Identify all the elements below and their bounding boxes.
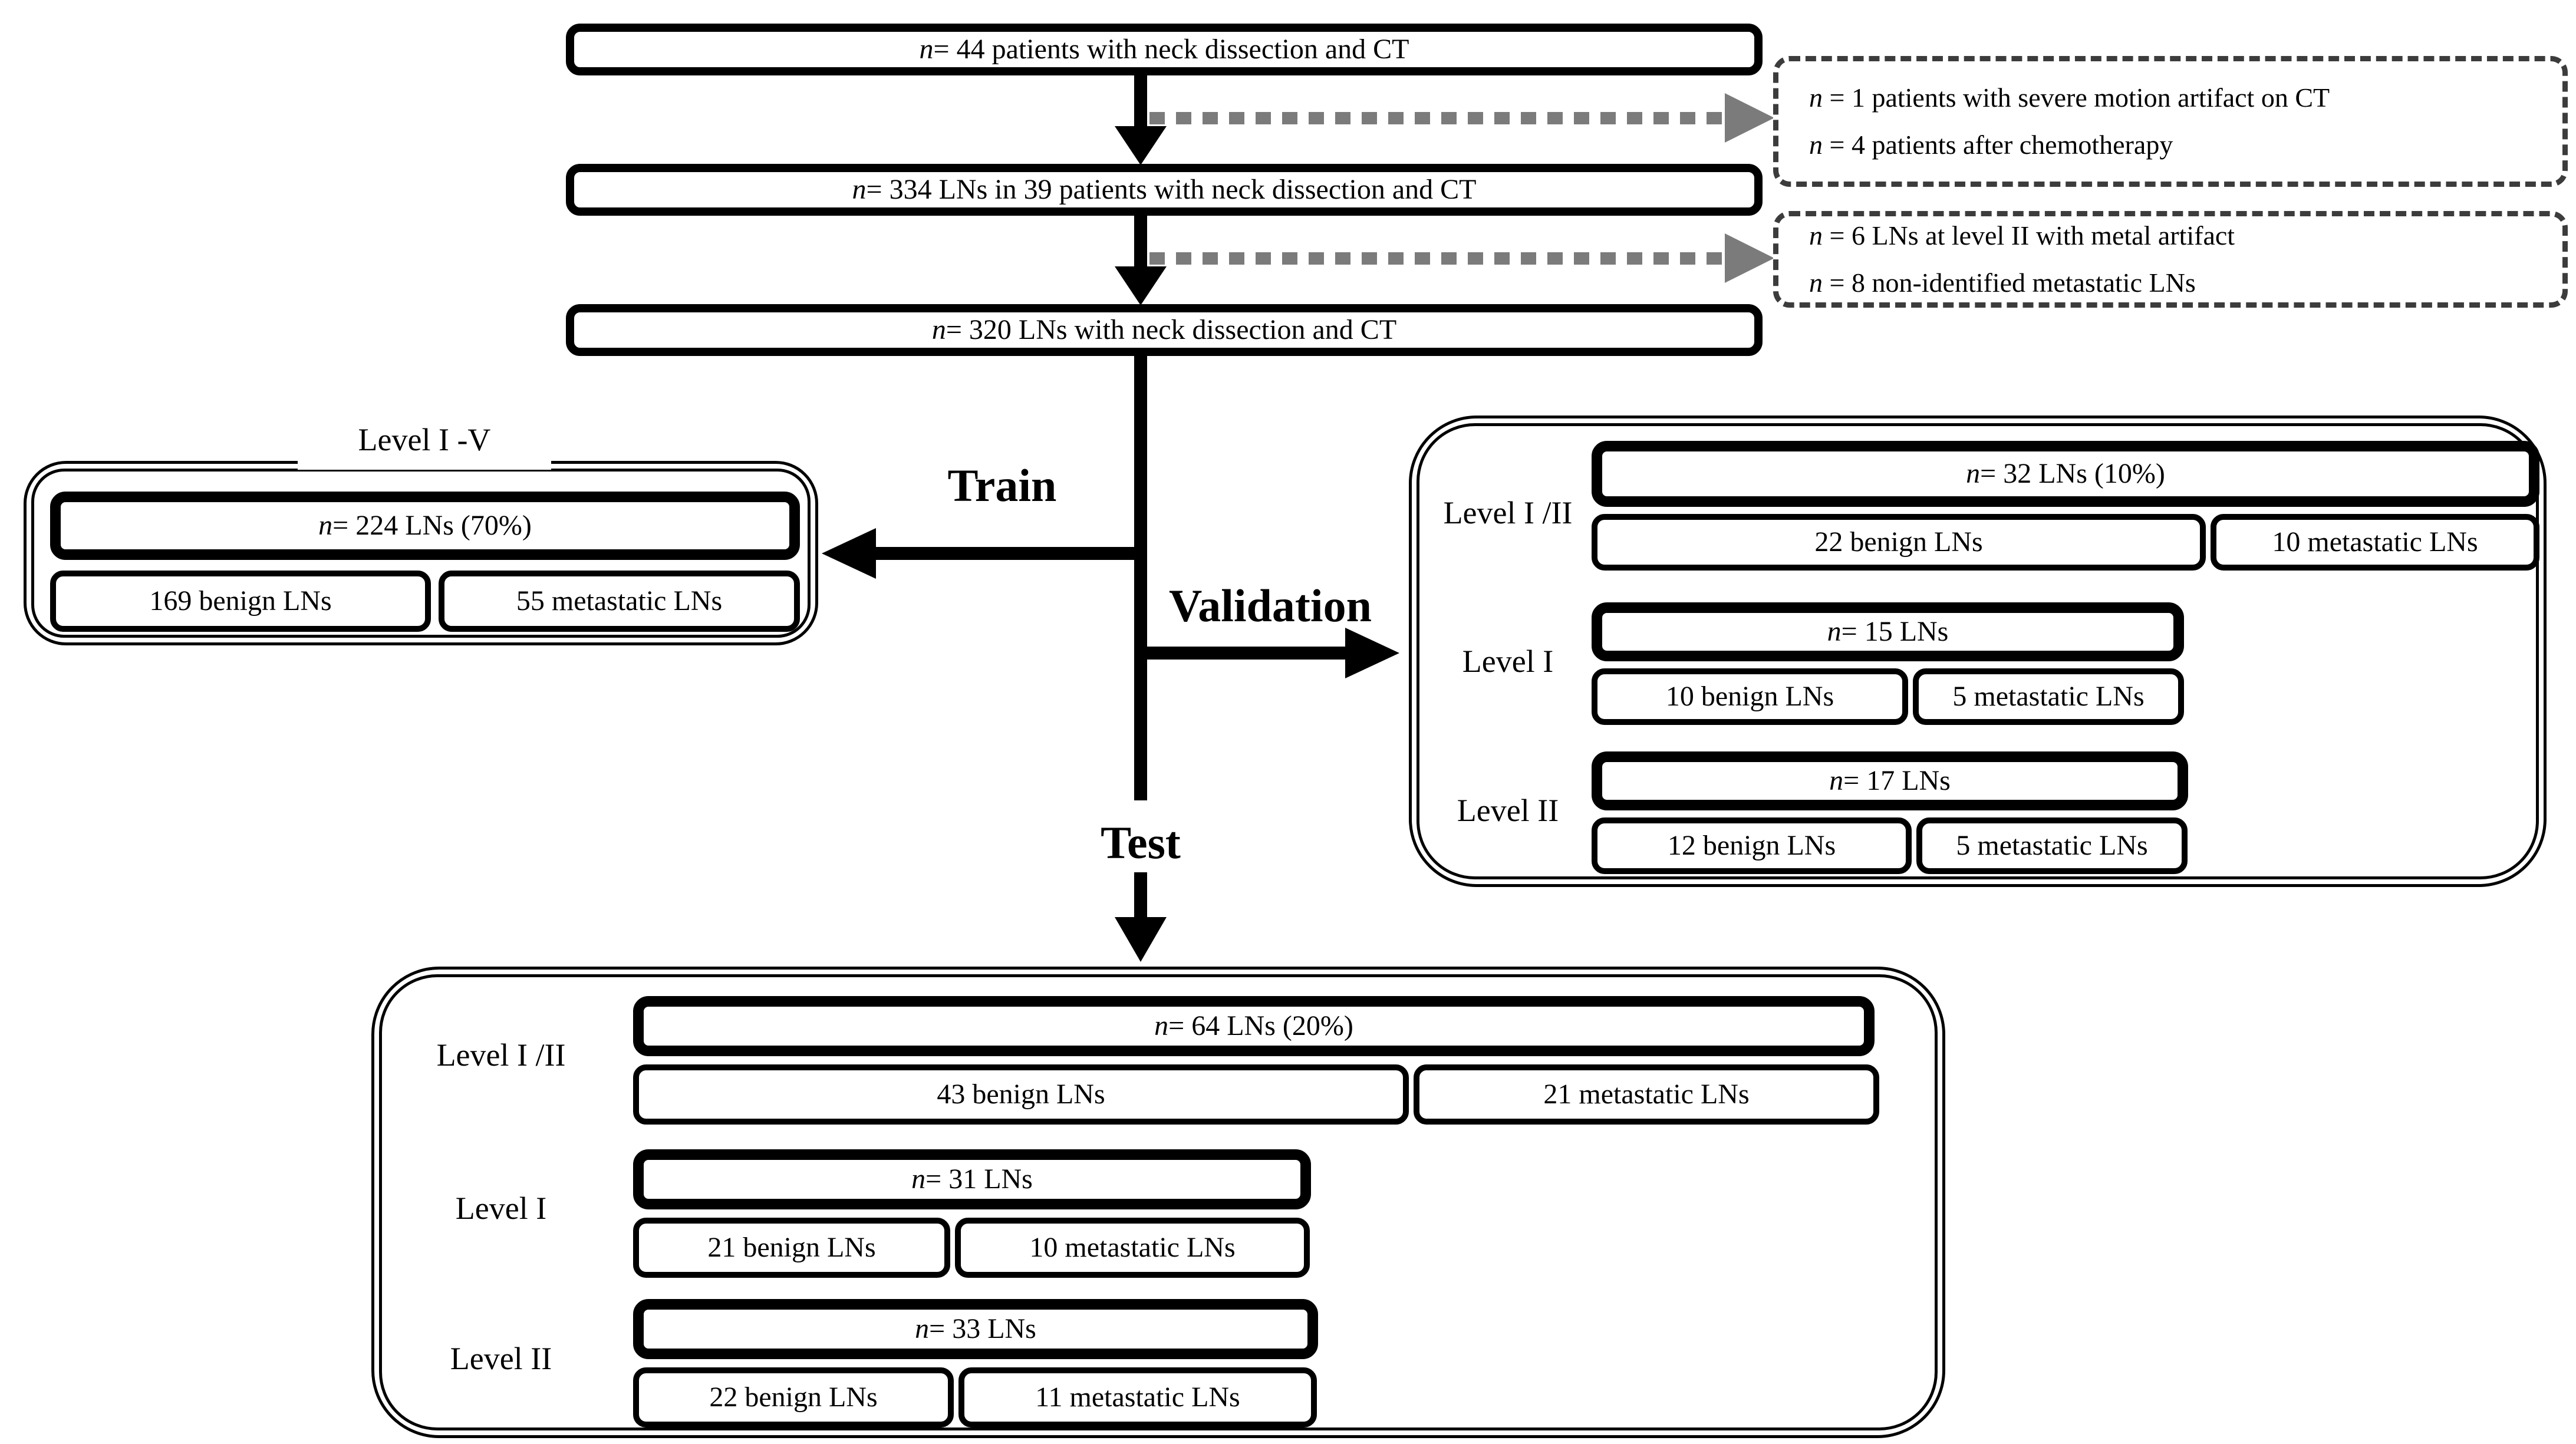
test-group-frame: [371, 967, 1945, 1438]
validation-row2-benign-box: 10 benign LNs: [1592, 668, 1908, 725]
train-arrowhead: [822, 528, 876, 579]
validation-row1-total-box: n = 32 LNs (10%): [1592, 441, 2539, 507]
arrowhead-down-box3: [1115, 266, 1167, 305]
train-benign-box: 169 benign LNs: [50, 571, 431, 632]
split-trunk-line: [1134, 355, 1147, 800]
train-total-box: n = 224 LNs (70%): [50, 492, 800, 560]
test-row3-metastatic-box: 11 metastatic LNs: [958, 1367, 1317, 1427]
validation-row1-level-label: Level I /II: [1443, 495, 1573, 530]
exclusion-dashed-line-2: [1149, 252, 1725, 265]
test-row1-total-box: n = 64 LNs (20%): [633, 996, 1875, 1056]
train-arrow-line: [876, 547, 1147, 560]
arrow-line-box2-box3: [1134, 215, 1147, 269]
arrow-line-box1-box2: [1134, 74, 1147, 128]
validation-row3-metastatic-box: 5 metastatic LNs: [1916, 817, 2188, 874]
validation-row1-benign-box: 22 benign LNs: [1592, 514, 2206, 571]
validation-row2-total-box: n = 15 LNs: [1592, 602, 2184, 661]
test-row2-total-box: n = 31 LNs: [633, 1149, 1311, 1209]
branch-label-test: Test: [1101, 817, 1181, 868]
test-row3-total-box: n = 33 LNs: [633, 1299, 1318, 1359]
validation-row3-total-box: n = 17 LNs: [1592, 751, 2188, 810]
test-row3-level-label: Level II: [450, 1341, 552, 1376]
train-group-level-label: Level I -V: [298, 410, 551, 470]
exclusion-text-non-identified: n = 8 non-identified metastatic LNs: [1809, 268, 2196, 298]
arrowhead-down-box2: [1115, 126, 1167, 165]
pipeline-box-44-patients: n = 44 patients with neck dissection and…: [566, 24, 1763, 75]
branch-label-validation: Validation: [1169, 580, 1372, 631]
pipeline-box-334-lns: n = 334 LNs in 39 patients with neck dis…: [566, 164, 1763, 216]
exclusion-arrowhead-2: [1725, 233, 1774, 283]
validation-row3-benign-box: 12 benign LNs: [1592, 817, 1912, 874]
test-row2-benign-box: 21 benign LNs: [633, 1218, 950, 1278]
validation-row1-metastatic-box: 10 metastatic LNs: [2211, 514, 2539, 571]
test-row1-level-label: Level I /II: [436, 1037, 566, 1073]
test-row2-metastatic-box: 10 metastatic LNs: [955, 1218, 1310, 1278]
branch-label-train: Train: [947, 460, 1057, 511]
exclusion-text-metal-artifact: n = 6 LNs at level II with metal artifac…: [1809, 220, 2235, 250]
validation-arrow-line: [1141, 647, 1346, 660]
test-arrowhead: [1115, 917, 1167, 962]
test-arrow-line: [1134, 872, 1147, 921]
exclusion-text-motion-artifact: n = 1 patients with severe motion artifa…: [1809, 82, 2330, 113]
exclusion-box-lns: n = 6 LNs at level II with metal artifac…: [1773, 211, 2568, 308]
validation-row2-metastatic-box: 5 metastatic LNs: [1913, 668, 2184, 725]
train-metastatic-box: 55 metastatic LNs: [439, 571, 800, 632]
exclusion-dashed-line-1: [1149, 112, 1725, 124]
test-row1-benign-box: 43 benign LNs: [633, 1064, 1409, 1125]
test-row1-metastatic-box: 21 metastatic LNs: [1414, 1064, 1879, 1125]
validation-row3-level-label: Level II: [1457, 793, 1559, 828]
test-row3-benign-box: 22 benign LNs: [633, 1367, 954, 1427]
validation-row2-level-label: Level I: [1462, 644, 1554, 679]
test-row2-level-label: Level I: [455, 1191, 547, 1226]
validation-group-frame: [1409, 416, 2547, 887]
exclusion-box-patients: n = 1 patients with severe motion artifa…: [1773, 56, 2568, 187]
exclusion-arrowhead-1: [1725, 93, 1774, 143]
pipeline-box-320-lns: n = 320 LNs with neck dissection and CT: [566, 304, 1763, 356]
exclusion-text-chemotherapy: n = 4 patients after chemotherapy: [1809, 130, 2173, 160]
validation-arrowhead: [1345, 628, 1399, 678]
